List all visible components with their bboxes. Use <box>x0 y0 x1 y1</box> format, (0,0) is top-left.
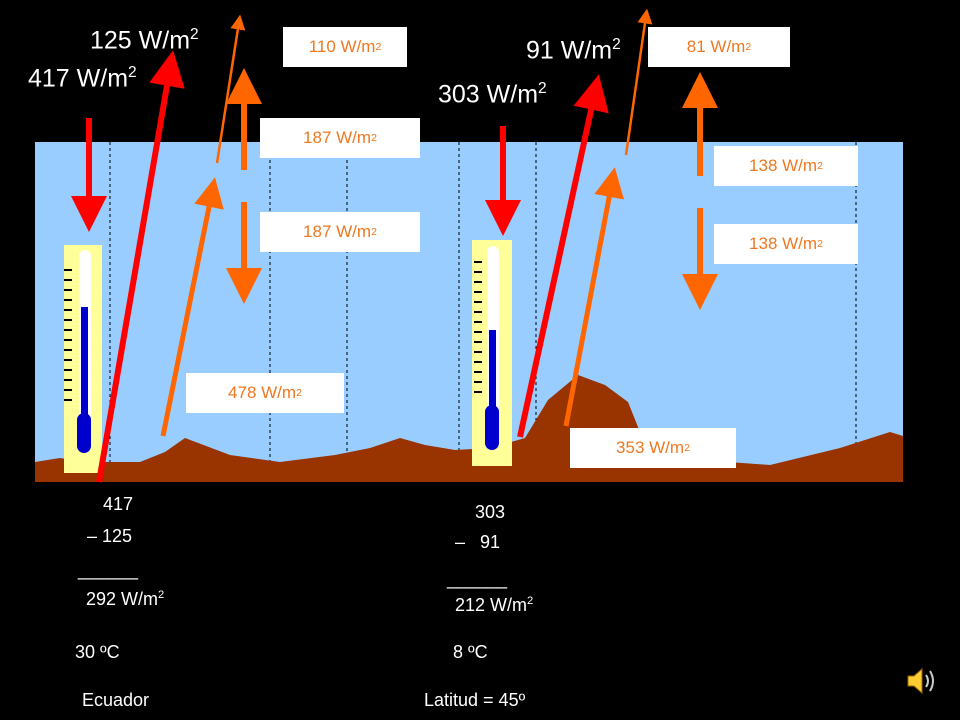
escape-label-lat45: 91 W/m2 <box>526 36 621 65</box>
temp-lat45: 8 ºC <box>453 642 488 662</box>
calc-result-ecuador: 292 W/m2 <box>86 589 165 609</box>
calc-a-lat45: 303 <box>475 502 506 522</box>
calc-result-lat45: 212 W/m2 <box>455 595 534 615</box>
escape-arrow-ecuador <box>96 50 185 483</box>
escape-label-ecuador: 125 W/m2 <box>90 26 199 55</box>
grid-lines <box>109 142 857 482</box>
place-lat45: Latitud = 45º <box>424 690 526 710</box>
atmos-out-arrow-ecuador <box>215 14 246 164</box>
incoming-label-ecuador: 417 W/m2 <box>28 64 137 93</box>
thermometer-ecuador <box>64 245 102 473</box>
place-ecuador: Ecuador <box>82 690 150 710</box>
calc-line-lat45: ______ <box>447 569 508 589</box>
speaker-icon[interactable] <box>904 664 940 698</box>
escape-arrow-lat45 <box>517 74 609 438</box>
surface-emit-arrow-lat45 <box>563 167 624 427</box>
incoming-label-lat45: 303 W/m2 <box>438 80 547 109</box>
calc-b-ecuador: – 125 <box>87 526 133 546</box>
atmos-out-arrow-lat45 <box>624 8 653 156</box>
calc-line-ecuador: ______ <box>78 560 139 580</box>
temp-ecuador: 30 ºC <box>75 642 120 662</box>
calc-a-ecuador: 417 <box>103 494 134 514</box>
calc-b-lat45: – 91 <box>455 532 501 552</box>
thermometer-lat45 <box>472 240 512 466</box>
sky-panel <box>35 142 903 482</box>
surface-emit-arrow-ecuador <box>160 177 224 437</box>
